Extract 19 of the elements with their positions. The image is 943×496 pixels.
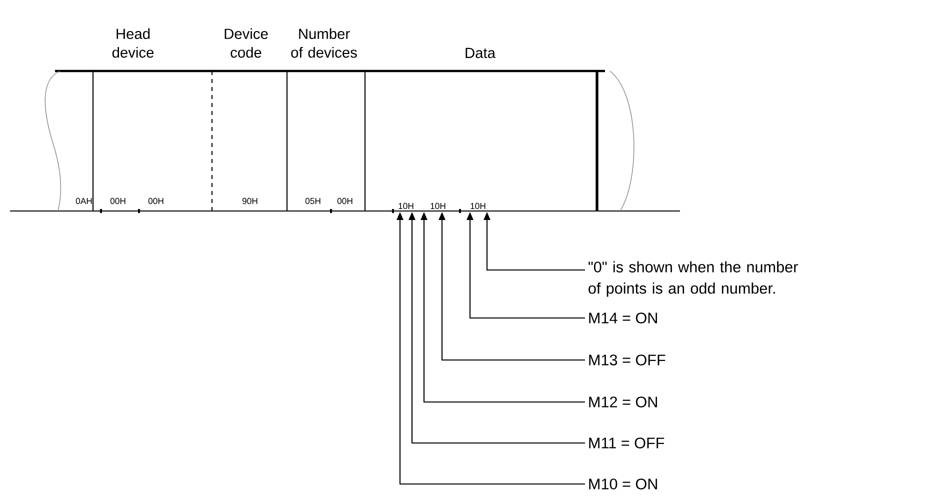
hex-value: 05H [305, 198, 320, 204]
hex-value: 0AH [76, 198, 92, 204]
hex-value: 90H [242, 198, 258, 204]
column-heading: Device code [224, 28, 268, 58]
column-heading: Head device [112, 28, 154, 58]
hex-value: 00H [110, 198, 126, 204]
annotation-text: M13 = OFF [589, 354, 666, 366]
column-heading: Data [466, 48, 496, 58]
hex-value: 00H [337, 198, 352, 204]
hex-value: 10H [430, 202, 446, 210]
annotation-text: M11 = OFF [589, 438, 664, 448]
hex-value: 10H [470, 202, 486, 210]
annotation-text: M14 = ON [589, 312, 657, 324]
annotation-text: "0" is shown when the number of points is an odd number. [588, 261, 798, 297]
annotation-text: M10 = ON [589, 478, 657, 490]
hex-value: 10H [398, 202, 414, 210]
column-heading: Number of devices [291, 28, 357, 58]
hex-value: 00H [148, 198, 164, 204]
annotation-text: M12 = ON [589, 396, 657, 408]
